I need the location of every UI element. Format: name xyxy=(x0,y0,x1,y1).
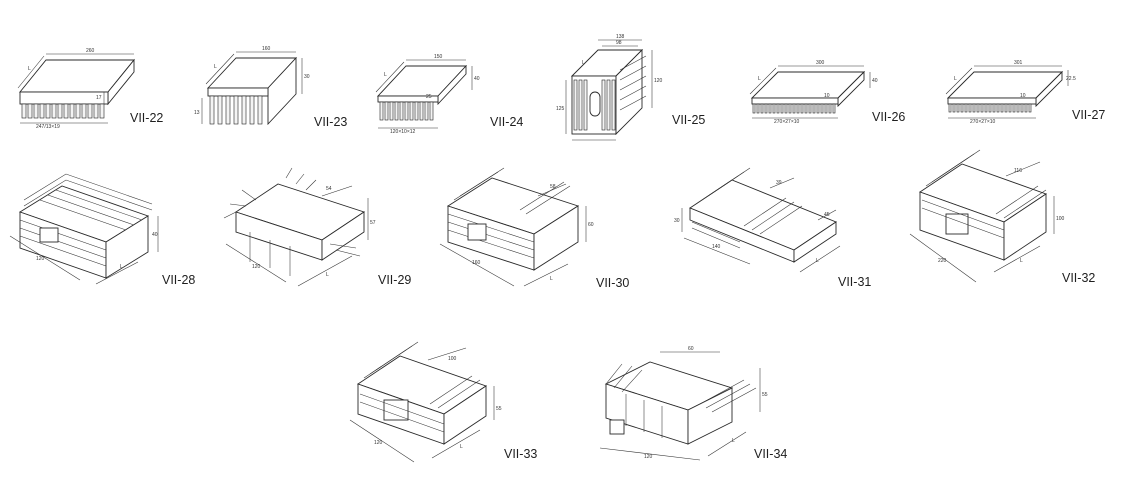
dim-height: 55 xyxy=(496,406,502,412)
dim-length: L xyxy=(550,276,553,282)
part-label: VII-32 xyxy=(1062,271,1095,285)
part-label: VII-22 xyxy=(130,111,163,125)
dim-height: 17 xyxy=(96,95,102,101)
part-label: VII-23 xyxy=(314,115,347,129)
dim-height: 55 xyxy=(762,392,768,398)
part-label: VII-34 xyxy=(754,447,787,461)
dim-length: L xyxy=(460,444,463,450)
heatsink-vii-30: 58 160 L 60 VII-30 xyxy=(439,167,629,290)
part-label: VII-27 xyxy=(1072,108,1105,122)
dim-length: L xyxy=(28,66,31,72)
dim-length: L xyxy=(326,272,329,278)
heatsink-vii-22: 260 L 17 247/13×19 VII-22 xyxy=(17,48,163,130)
dim-top: 39 xyxy=(776,180,782,186)
dim-width: 260 xyxy=(86,48,95,54)
dim-height: 30 xyxy=(304,74,310,80)
dim-width: 140 xyxy=(712,244,721,250)
dim-top: 100 xyxy=(448,356,457,362)
dim-width: 300 xyxy=(816,60,825,66)
heatsink-vii-32: 116 220 L 100 VII-32 xyxy=(909,149,1095,285)
dim-top: 54 xyxy=(326,186,332,192)
heatsink-vii-27: 301 L 22.5 10 270×27×10 VII-27 xyxy=(945,60,1105,125)
dim-fin-spec: 120×10×12 xyxy=(390,129,416,135)
heatsink-vii-29: 54 120 L 57 VII-29 xyxy=(223,167,411,287)
dim-width: 220 xyxy=(938,258,947,264)
part-label: VII-25 xyxy=(672,113,705,127)
heatsink-vii-33: 100 120 L 55 VII-33 xyxy=(349,341,537,463)
dim-width: 120 xyxy=(252,264,261,270)
dim-length: L xyxy=(758,76,761,82)
dim-width: 120 xyxy=(36,256,45,262)
dim-height: 40 xyxy=(474,76,480,82)
dim-length: L xyxy=(1020,258,1023,264)
dim-height: 60 xyxy=(588,222,594,228)
dim-top: 60 xyxy=(688,346,694,352)
dim-length: L xyxy=(816,258,819,264)
dim-width: 120 xyxy=(374,440,383,446)
dim-height: 22.5 xyxy=(1066,76,1076,82)
heatsink-vii-34: 60 120 L 55 VII-34 xyxy=(599,346,787,461)
dim-side: 45 xyxy=(824,212,830,218)
dim-width: 160 xyxy=(262,46,271,52)
dim-fin-spec: 270×27×10 xyxy=(970,119,996,125)
part-label: VII-26 xyxy=(872,110,905,124)
heatsink-vii-23: 160 L 30 13 VII-23 xyxy=(194,46,347,129)
part-label: VII-24 xyxy=(490,115,523,129)
part-label: VII-30 xyxy=(596,276,629,290)
dim-fin-height: 10 xyxy=(824,93,830,99)
dim-length: L xyxy=(384,72,387,78)
heatsink-vii-28: 120 L 40 VII-28 xyxy=(9,173,195,287)
dim-width: 150 xyxy=(434,54,443,60)
dim-width-inner: 98 xyxy=(616,40,622,46)
dim-height: 100 xyxy=(1056,216,1065,222)
heatsink-vii-31: 39 140 L 30 45 VII-31 xyxy=(674,167,871,289)
heatsink-vii-25: 138 98 L 120 125 VII-25 xyxy=(556,34,705,141)
dim-side: 125 xyxy=(556,106,565,112)
dim-fin-spec: 247/13×19 xyxy=(36,124,60,130)
dim-fin-height: 25 xyxy=(426,94,432,100)
dim-fin-spec: 270×27×10 xyxy=(774,119,800,125)
heatsink-vii-26: 300 L 40 10 270×27×10 VII-26 xyxy=(749,60,905,125)
dim-base: 13 xyxy=(194,110,200,116)
part-label: VII-31 xyxy=(838,275,871,289)
dim-length: L xyxy=(732,438,735,444)
part-label: VII-29 xyxy=(378,273,411,287)
dim-length: L xyxy=(214,64,217,70)
dim-height: 40 xyxy=(152,232,158,238)
dim-fin-height: 10 xyxy=(1020,93,1026,99)
dim-width: 301 xyxy=(1014,60,1023,66)
dim-height: 40 xyxy=(872,78,878,84)
part-label: VII-28 xyxy=(162,273,195,287)
part-label: VII-33 xyxy=(504,447,537,461)
dim-top: 58 xyxy=(550,184,556,190)
dim-height: 57 xyxy=(370,220,376,226)
dim-width-top: 138 xyxy=(616,34,625,40)
dim-length: L xyxy=(120,264,123,270)
heatsink-vii-24: 150 L 40 25 120×10×12 VII-24 xyxy=(375,54,523,135)
dim-width: 160 xyxy=(472,260,481,266)
dim-top: 116 xyxy=(1014,168,1022,174)
dim-length: L xyxy=(954,76,957,82)
dim-length: L xyxy=(582,60,585,66)
dim-width: 120 xyxy=(644,454,653,460)
dim-height: 30 xyxy=(674,218,680,224)
dim-height: 120 xyxy=(654,78,663,84)
